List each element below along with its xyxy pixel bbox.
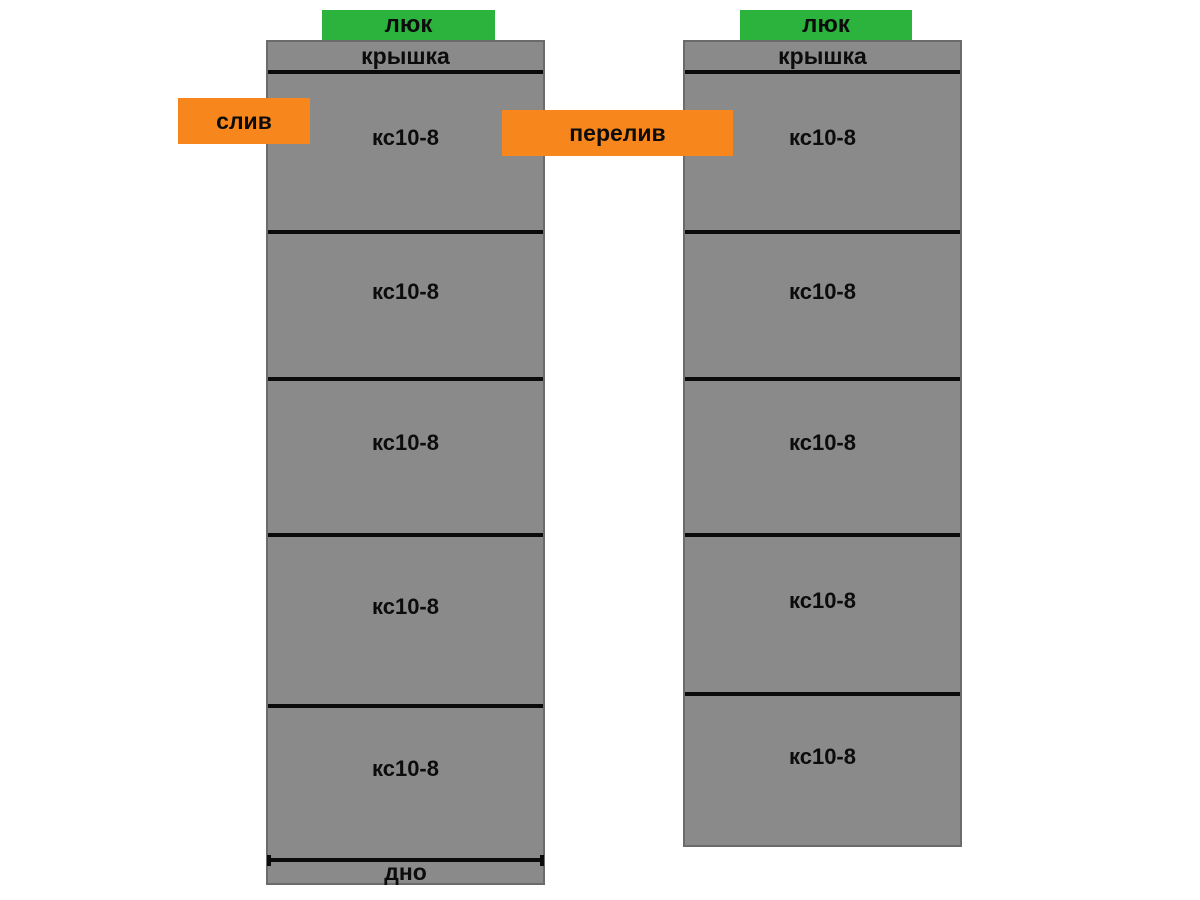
ring-segment: кс10-8	[268, 704, 543, 858]
ring-segment: кс10-8	[685, 692, 960, 845]
ring-segment: кс10-8	[268, 533, 543, 704]
ring-label: кс10-8	[789, 743, 856, 769]
hatch-badge-left: люк	[322, 10, 495, 40]
drain-badge: слив	[178, 98, 310, 144]
ring-label: кс10-8	[372, 593, 439, 619]
cover-label: крышка	[361, 42, 450, 69]
ring-label: кс10-8	[372, 430, 439, 455]
hatch-badge-right: люк	[740, 10, 912, 40]
cover-label: крышка	[778, 42, 867, 69]
ring-segment: кс10-8	[685, 533, 960, 692]
ring-segment: кс10-8	[685, 70, 960, 230]
ring-label: кс10-8	[372, 756, 439, 781]
ring-label: кс10-8	[789, 430, 856, 455]
well-column-left: крышка кс10-8 кс10-8 кс10-8 кс10-8 кс10-…	[266, 40, 545, 885]
ring-segment: кс10-8	[685, 230, 960, 377]
ring-segment: кс10-8	[268, 70, 543, 230]
ring-label: кс10-8	[789, 587, 856, 613]
ring-label: кс10-8	[789, 125, 856, 150]
ring-segment: кс10-8	[685, 377, 960, 533]
well-column-right: крышка кс10-8 кс10-8 кс10-8 кс10-8 кс10-…	[683, 40, 962, 847]
ring-label: кс10-8	[372, 278, 439, 304]
overflow-badge: перелив	[502, 110, 733, 156]
ring-label: кс10-8	[372, 125, 439, 150]
bottom-line	[267, 855, 544, 866]
ring-segment: кс10-8	[268, 230, 543, 377]
bottom-label: дно	[384, 859, 427, 885]
ring-label: кс10-8	[789, 278, 856, 304]
ring-segment: кс10-8	[268, 377, 543, 533]
